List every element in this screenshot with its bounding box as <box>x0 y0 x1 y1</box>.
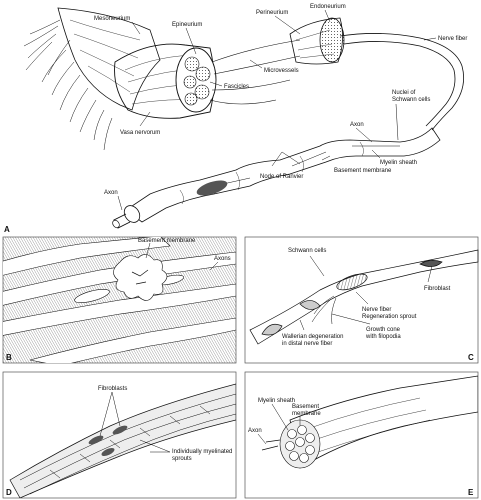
label-axon-lower: Axon <box>104 190 118 196</box>
label-d-sprouts: sprouts <box>172 456 192 462</box>
label-node-ranvier: Node of Ranvier <box>260 174 303 180</box>
label-mesoneurium: Mesoneurium <box>94 16 130 22</box>
label-c-fibroblast: Fibroblast <box>424 286 451 292</box>
label-perineurium: Perineurium <box>256 10 288 16</box>
label-b-basement-membrane: Basement membrane <box>138 238 196 244</box>
panel-letter-c: C <box>468 353 474 362</box>
endoneurium-section <box>319 17 345 63</box>
label-e-membrane: membrane <box>292 411 321 417</box>
panel-c-frame <box>244 236 479 364</box>
panel-letter-d: D <box>6 488 12 497</box>
label-e-axon: Axon <box>248 428 262 434</box>
label-microvessels: Microvessels <box>264 68 299 74</box>
label-nuclei-schwann-2: Schwann cells <box>392 97 430 103</box>
label-axon-upper: Axon <box>350 122 364 128</box>
fibroblast-nuclei <box>88 425 128 457</box>
panel-a: Mesoneurium Epineurium Perineurium Endon… <box>4 4 467 234</box>
label-basement-membrane: Basement membrane <box>334 168 392 174</box>
label-c-growth-cone: Growth cone <box>366 327 401 333</box>
panel-d: Fibroblasts Individually myelinated spro… <box>2 371 237 499</box>
vasa-fringe <box>23 19 113 151</box>
label-c-wallerian: Wallerian degeneration <box>282 334 343 340</box>
label-d-individually: Individually myelinated <box>172 449 232 455</box>
epineurium-cylinder <box>114 43 215 119</box>
nerve-fiber-upper <box>339 33 465 131</box>
cut-fascicle-e <box>279 419 321 469</box>
label-e-myelin-sheath: Myelin sheath <box>258 398 295 404</box>
panel-e: Myelin sheath Basement membrane Axon E <box>244 371 479 499</box>
label-c-schwann-cells: Schwann cells <box>288 248 326 254</box>
myelinated-fiber <box>125 127 441 223</box>
label-myelin-sheath: Myelin sheath <box>380 160 417 166</box>
label-c-nerve-fiber: Nerve fiber <box>362 307 391 313</box>
label-endoneurium: Endoneurium <box>310 4 346 10</box>
panel-letter-a: A <box>4 225 10 234</box>
panel-a-leaders <box>117 9 437 211</box>
label-b-axons: Axons <box>214 256 231 262</box>
panel-c: Schwann cells Fibroblast Nerve fiber Reg… <box>244 236 479 364</box>
label-nerve-fiber: Nerve fiber <box>438 36 467 42</box>
schwann-nucleus <box>196 180 228 196</box>
label-c-with-filopodia: with filopodia <box>365 334 401 340</box>
label-c-regeneration-sprout: Regeneration sprout <box>362 314 417 320</box>
label-vasa-nervorum: Vasa nervorum <box>120 130 160 136</box>
panel-letter-e: E <box>468 488 474 497</box>
degeneration-zone <box>113 254 168 301</box>
panel-b: Basement membrane Axons B <box>2 236 237 364</box>
label-epineurium: Epineurium <box>172 22 202 28</box>
regenerating-fiber-c <box>249 249 479 345</box>
fascicles-cross-section <box>175 47 217 113</box>
regenerated-fiber-e <box>289 375 478 469</box>
label-nuclei-schwann: Nuclei of <box>392 90 416 96</box>
label-d-fibroblasts: Fibroblasts <box>98 386 127 392</box>
label-fascicles: Fascicles <box>224 84 249 90</box>
panel-letter-b: B <box>6 353 12 362</box>
regenerating-bundle-d <box>9 383 236 498</box>
label-e-basement: Basement <box>292 404 319 410</box>
mesoneurium-sheet <box>57 7 161 111</box>
label-c-distal: in distal nerve fiber <box>282 341 332 347</box>
